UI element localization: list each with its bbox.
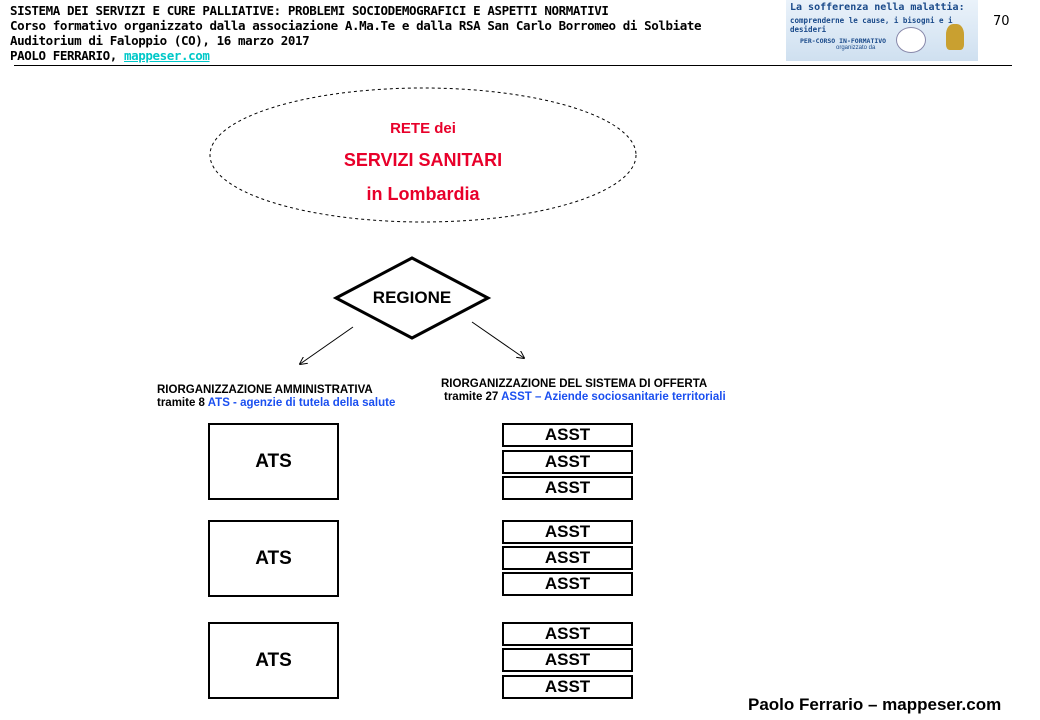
asst-box: ASST [502, 648, 633, 672]
header-line3: Auditorium di Faloppio (CO), 16 marzo 20… [10, 33, 310, 48]
right-prefix: tramite 27 [444, 391, 502, 403]
slide-header: SISTEMA DEI SERVIZI E CURE PALLIATIVE: P… [10, 3, 702, 63]
asst-box: ASST [502, 450, 633, 474]
asst-box: ASST [502, 572, 633, 596]
ats-box: ATS [208, 622, 339, 699]
banner-org: organizzato da [836, 45, 876, 51]
left-heading: RIORGANIZZAZIONE AMMINISTRATIVA [157, 384, 373, 396]
banner-title: La sofferenza nella malattia: [790, 2, 965, 13]
ats-box: ATS [208, 520, 339, 597]
banner-tag: PER-CORSO IN-FORMATIVO [800, 37, 887, 45]
header-link[interactable]: mappeser.com [124, 48, 210, 63]
header-author: PAOLO FERRARIO, [10, 48, 125, 63]
asst-box: ASST [502, 675, 633, 699]
footer-credit: Paolo Ferrario – mappeser.com [748, 695, 1002, 714]
asst-box: ASST [502, 423, 633, 447]
asst-box: ASST [502, 476, 633, 500]
right-heading: RIORGANIZZAZIONE DEL SISTEMA DI OFFERTA [441, 378, 708, 390]
banner-subtitle: comprenderne le cause, i bisogni e i des… [790, 16, 953, 34]
regione-label: REGIONE [372, 288, 452, 307]
arrow-right [471, 321, 524, 358]
page-number: 70 [993, 14, 1010, 29]
title-ellipse [209, 87, 637, 223]
asst-box: ASST [502, 622, 633, 646]
title-line3: in Lombardia [366, 184, 480, 204]
title-line1: RETE dei [390, 120, 456, 137]
header-line2: Corso formativo organizzato dalla associ… [10, 18, 702, 33]
header-divider [14, 65, 1012, 66]
course-banner: La sofferenza nella malattia: comprender… [786, 0, 978, 61]
asst-box: ASST [502, 520, 633, 544]
title-line2: SERVIZI SANITARI [343, 150, 503, 170]
left-detail: ATS - agenzie di tutela della salute [207, 397, 396, 409]
left-prefix: tramite 8 [157, 397, 208, 409]
rsa-logo-icon [946, 24, 964, 50]
regione-diamond [332, 256, 492, 340]
ats-box: ATS [208, 423, 339, 500]
asst-box: ASST [502, 546, 633, 570]
amate-logo-icon [896, 27, 926, 53]
right-detail: ASST – Aziende sociosanitarie territoria… [501, 391, 726, 403]
header-line1: SISTEMA DEI SERVIZI E CURE PALLIATIVE: P… [10, 3, 609, 18]
arrow-left [300, 326, 354, 364]
